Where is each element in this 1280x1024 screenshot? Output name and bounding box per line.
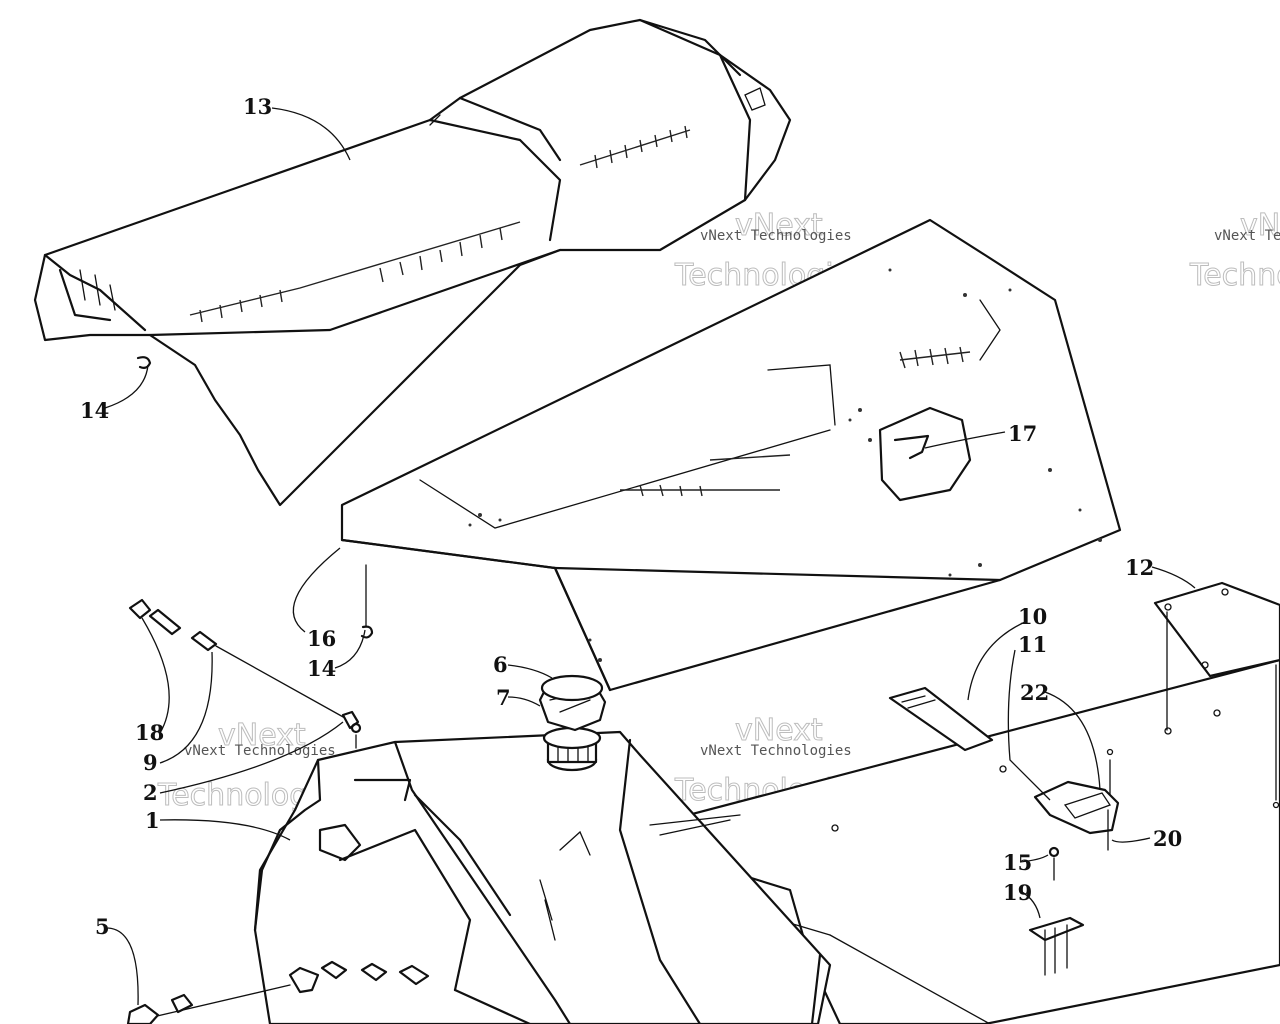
callout-18: 18	[135, 720, 164, 745]
fuel-line-parts	[126, 598, 430, 1024]
callout-labels: 13 14 17 12 10 11 22 16 14 6 7 18 9 2 1 …	[80, 94, 1182, 939]
callout-11: 11	[1018, 632, 1047, 657]
callout-16: 16	[307, 626, 336, 651]
callout-10: 10	[1018, 604, 1047, 629]
seat-base	[340, 218, 1122, 692]
callout-7: 7	[496, 685, 511, 710]
watermark-big-vnext-5: vNext	[735, 713, 823, 748]
leader-lines	[104, 107, 1196, 1006]
clamp	[1028, 846, 1085, 976]
callout-13: 13	[243, 94, 272, 119]
callout-1: 1	[145, 808, 160, 833]
callout-5: 5	[95, 914, 110, 939]
watermark-big-vnext-3: vNext	[1240, 208, 1280, 243]
callout-14-lower: 14	[307, 656, 336, 681]
strap	[888, 686, 994, 752]
watermark-big-vnext-4: vNext	[218, 718, 306, 753]
callout-6: 6	[493, 652, 508, 677]
hold-down-bracket	[1033, 748, 1120, 851]
watermark-small-5: vNext Technologies	[700, 743, 852, 759]
speckle-texture	[468, 268, 1102, 662]
seat-cushion	[33, 18, 792, 507]
watermark-small-3: vNext Technologies	[1214, 228, 1280, 244]
callout-20: 20	[1153, 826, 1182, 851]
watermark-big-vnext-2: vNext	[735, 208, 823, 243]
callout-22: 22	[1020, 680, 1049, 705]
watermark-small-2: vNext Technologies	[700, 228, 852, 244]
callout-15: 15	[1003, 850, 1032, 875]
fuel-cap	[538, 674, 607, 772]
callout-9: 9	[143, 750, 158, 775]
fuel-tank	[253, 730, 832, 1024]
fasteners	[136, 356, 374, 639]
callout-14-top: 14	[80, 398, 109, 423]
callout-12: 12	[1125, 555, 1154, 580]
bracket-plate	[1153, 581, 1280, 809]
watermark-big-tech-3: Technologies	[1189, 258, 1280, 293]
watermark-small-4: vNext Technologies	[184, 743, 336, 759]
callout-17: 17	[1008, 421, 1037, 446]
callout-19: 19	[1003, 880, 1032, 905]
callout-2: 2	[143, 780, 158, 805]
